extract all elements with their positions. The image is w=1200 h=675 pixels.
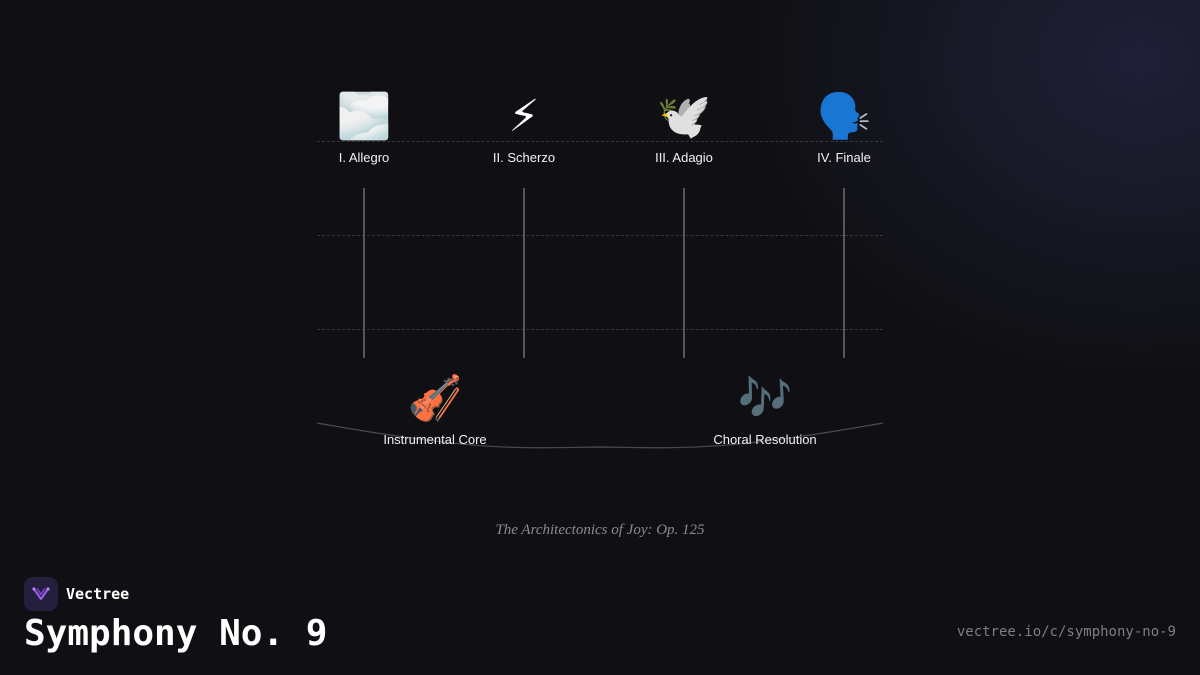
- brand: Vectree: [24, 577, 129, 611]
- dove-icon: 🕊️: [656, 92, 712, 141]
- connector-curve: [316, 422, 884, 449]
- movement-node-scherzo: ⚡ II. Scherzo: [464, 92, 584, 165]
- movement-node-adagio: 🕊️ III. Adagio: [624, 92, 744, 165]
- stem-line: [683, 188, 685, 358]
- guide-line: [317, 329, 883, 330]
- movement-label: II. Scherzo: [492, 150, 556, 165]
- diagram-caption: The Architectonics of Joy: Op. 125: [495, 522, 705, 538]
- group-node-instrumental: 🎻 Instrumental Core: [375, 374, 495, 447]
- group-label: Choral Resolution: [713, 432, 817, 447]
- movement-label: III. Adagio: [655, 150, 713, 165]
- stem-line: [363, 188, 365, 358]
- movement-label: I. Allegro: [338, 150, 390, 165]
- cloud-icon: 🌫️: [336, 92, 392, 141]
- violin-icon: 🎻: [407, 374, 463, 423]
- movement-label: IV. Finale: [817, 150, 871, 165]
- movement-node-finale: 🗣️ IV. Finale: [784, 92, 904, 165]
- guide-line: [317, 235, 883, 236]
- page-url[interactable]: vectree.io/c/symphony-no-9: [956, 624, 1176, 640]
- movement-diagram: 🌫️ I. Allegro ⚡ II. Scherzo 🕊️ III. Adag…: [300, 80, 900, 480]
- page-title: Symphony No. 9: [24, 613, 328, 654]
- stem-line: [523, 188, 525, 358]
- stem-line: [843, 188, 845, 358]
- lightning-icon: ⚡: [508, 92, 540, 141]
- speaking-head-icon: 🗣️: [816, 92, 872, 141]
- movement-node-allegro: 🌫️ I. Allegro: [304, 92, 424, 165]
- guide-line: [317, 141, 883, 142]
- music-notes-icon: 🎶: [737, 374, 793, 423]
- vectree-logo-icon: [24, 577, 58, 611]
- group-node-choral: 🎶 Choral Resolution: [695, 374, 835, 447]
- group-label: Instrumental Core: [383, 432, 487, 447]
- brand-name: Vectree: [66, 585, 130, 603]
